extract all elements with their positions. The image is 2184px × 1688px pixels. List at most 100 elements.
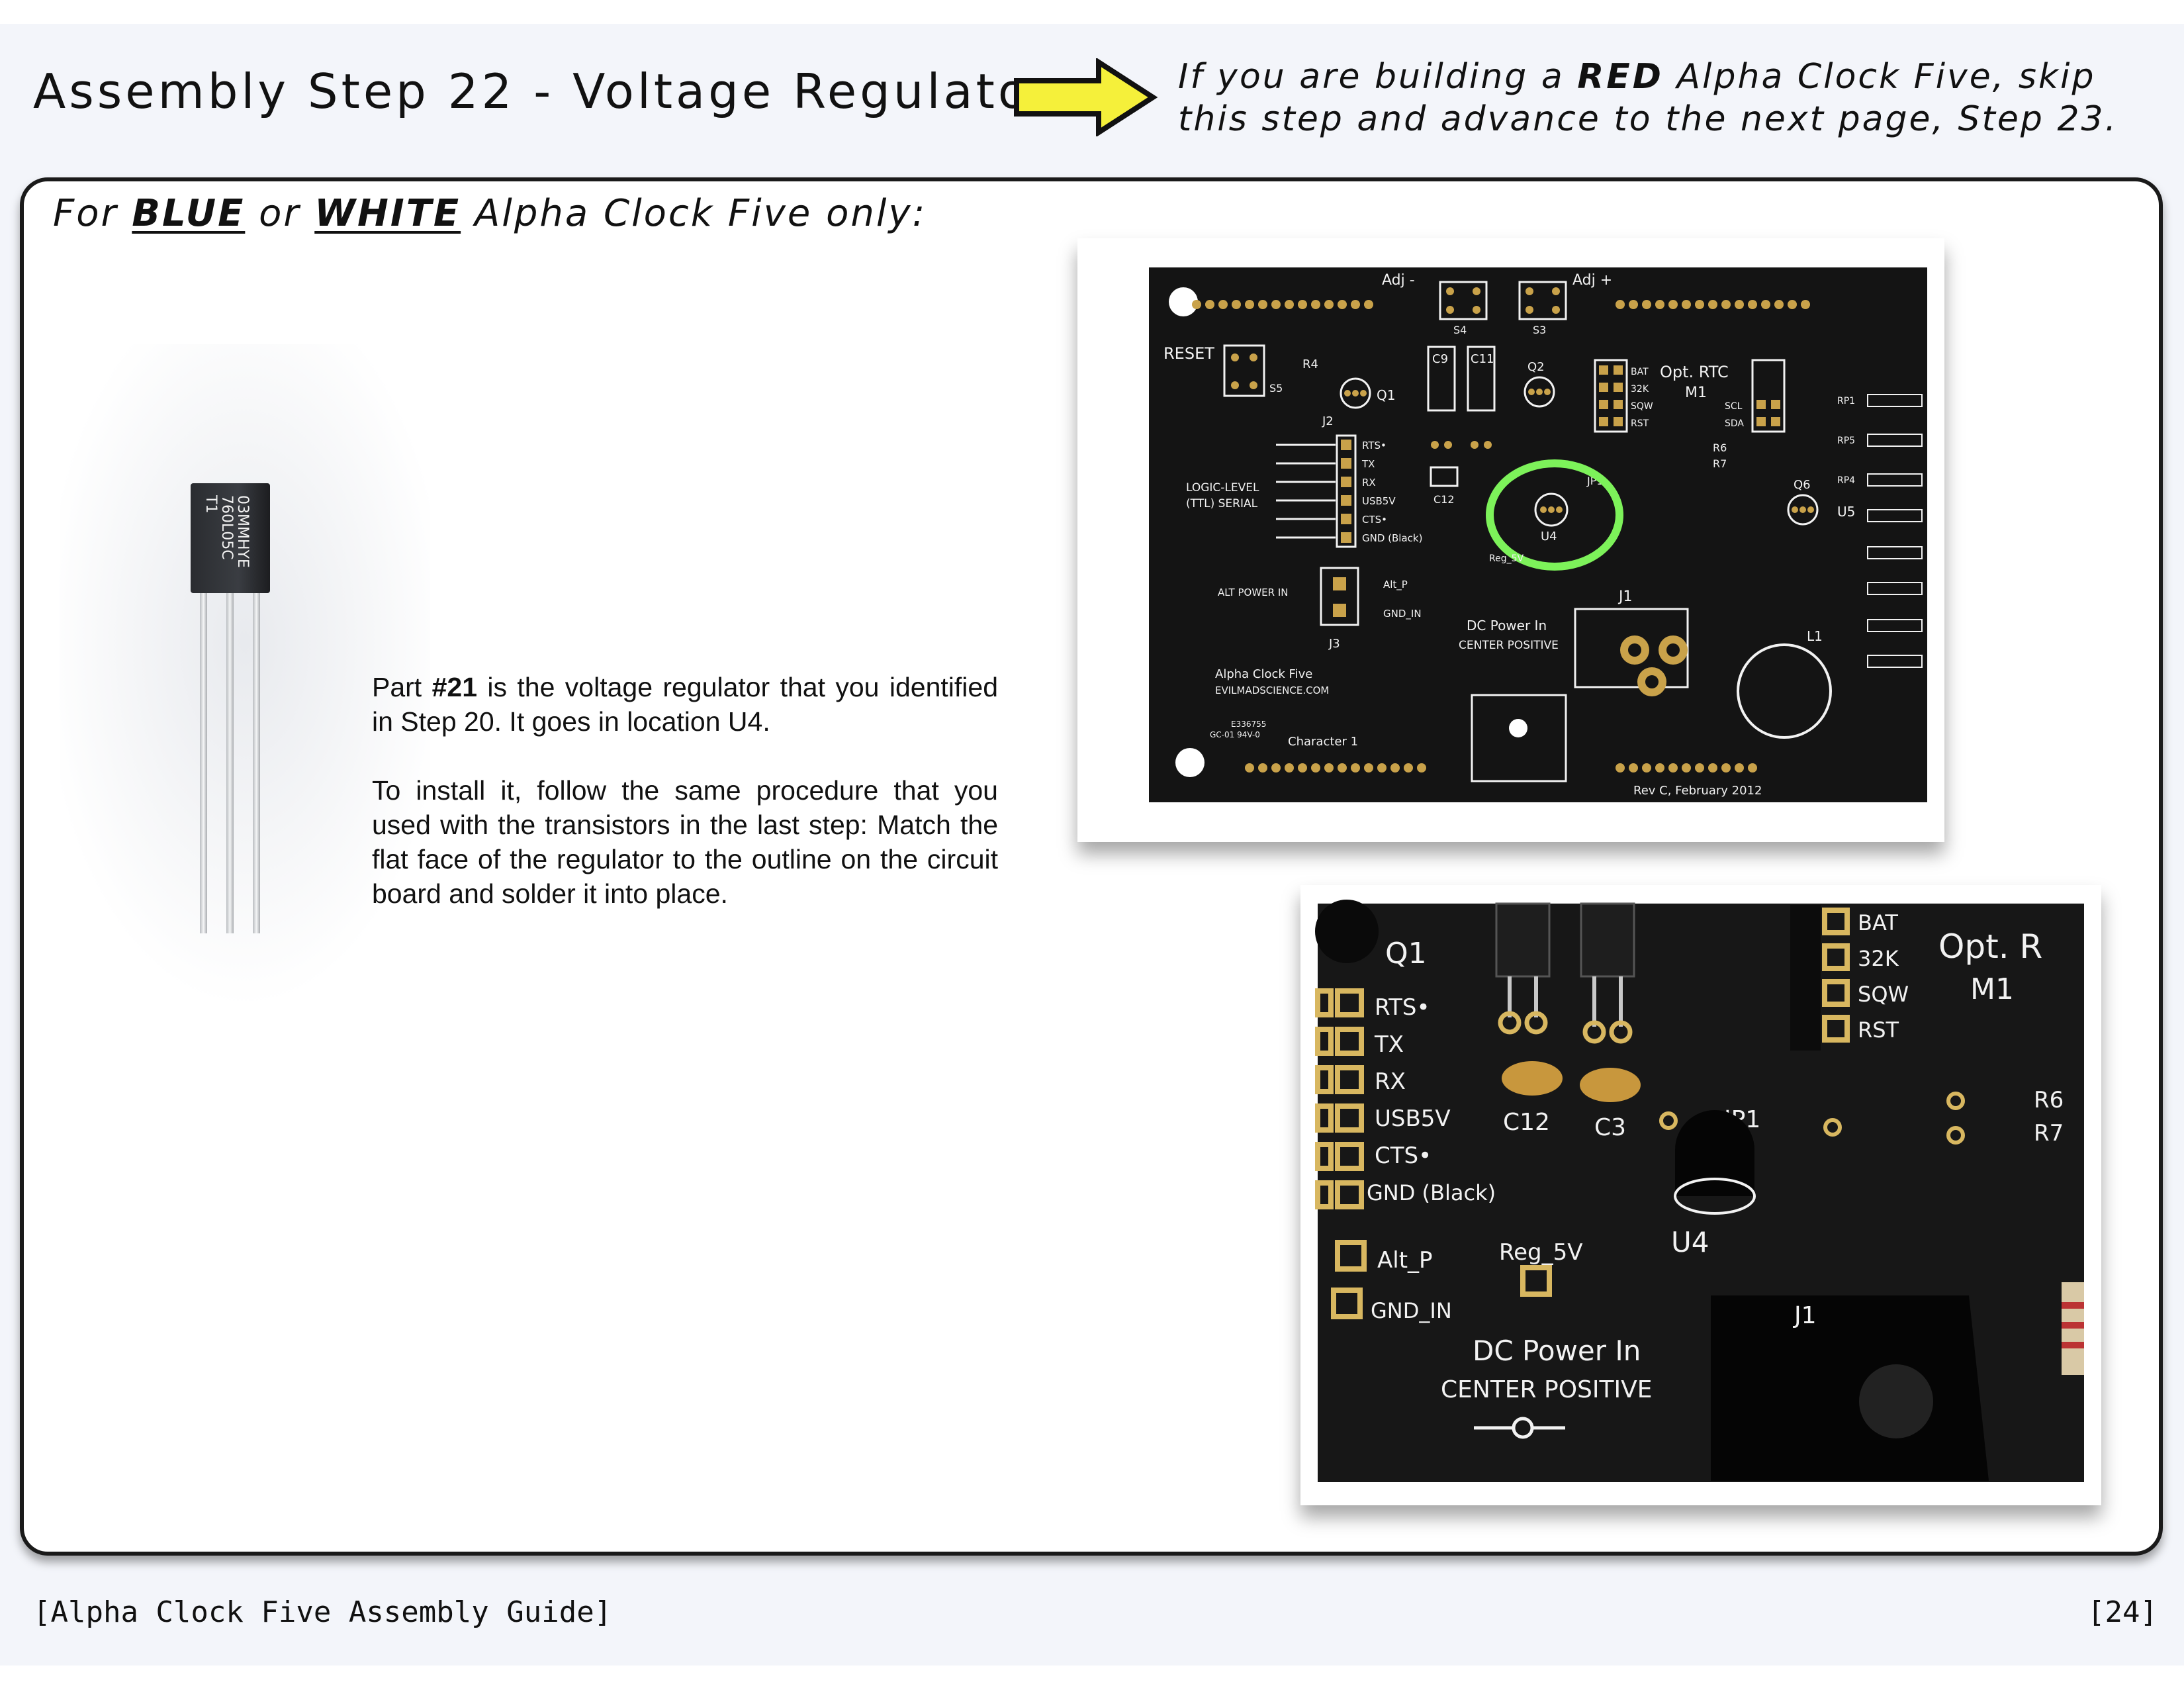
closeup-r7: R7 xyxy=(2034,1120,2064,1147)
heading-prefix: For xyxy=(53,192,132,235)
closeup-dc-power-in: DC Power In xyxy=(1473,1335,1641,1367)
pcb-sda: SDA xyxy=(1725,418,1744,429)
pcb-scl: SCL xyxy=(1725,401,1743,412)
closeup-rst: RST xyxy=(1858,1017,1899,1043)
closeup-tx: TX xyxy=(1374,1031,1404,1058)
closeup-opt: Opt. R xyxy=(1938,927,2042,966)
closeup-32k: 32K xyxy=(1858,946,1899,971)
closeup-reg5v: Reg_5V xyxy=(1499,1239,1583,1266)
p1-suffix: is the voltage regulator that you identi… xyxy=(372,672,998,737)
voltage-regulator-photo: 03MMHYE 760L05C T1 xyxy=(60,344,430,1006)
page-number: [24] xyxy=(2087,1595,2158,1629)
p1-prefix: Part xyxy=(372,672,432,702)
panel-heading: For BLUE or WHITE Alpha Clock Five only: xyxy=(53,192,927,235)
pcb-reg5v: Reg_5V xyxy=(1489,553,1524,564)
pcb-u5: U5 xyxy=(1837,504,1855,520)
page-title: Assembly Step 22 - Voltage Regulator. xyxy=(33,64,1068,119)
note-prefix: If you are building a xyxy=(1178,57,1578,97)
pcb-bat: BAT xyxy=(1631,367,1649,377)
heading-suffix: Alpha Clock Five only: xyxy=(461,192,927,235)
pcb-j1: J1 xyxy=(1617,588,1633,605)
closeup-q1: Q1 xyxy=(1385,937,1427,970)
closeup-j1: J1 xyxy=(1793,1302,1817,1329)
marking-line1: 03MMHYE xyxy=(234,495,251,568)
u4-highlight-ring xyxy=(1486,459,1623,571)
closeup-bat: BAT xyxy=(1858,910,1898,935)
pcb-ttl-serial: (TTL) SERIAL xyxy=(1186,497,1258,510)
guide-title: [Alpha Clock Five Assembly Guide] xyxy=(33,1595,612,1629)
pcb-q6: Q6 xyxy=(1794,478,1811,492)
pcb-rp5: RP5 xyxy=(1837,436,1855,446)
pcb-adj-minus: Adj - xyxy=(1382,272,1415,289)
closeup-cts: CTS• xyxy=(1375,1143,1432,1169)
instructions-paragraph-2: To install it, follow the same procedure… xyxy=(372,775,998,909)
pcb-q2: Q2 xyxy=(1527,360,1545,374)
pcb-j3: J3 xyxy=(1328,637,1340,651)
closeup-gnd: GND (Black) xyxy=(1367,1180,1496,1205)
pcb-gnd: GND (Black) xyxy=(1362,532,1422,544)
pcb-gnd-in: GND_IN xyxy=(1383,608,1422,620)
closeup-rts: RTS• xyxy=(1375,994,1430,1021)
marking-line3: T1 xyxy=(203,494,219,513)
pcb-rp4: RP4 xyxy=(1837,475,1855,486)
pcb-rp1: RP1 xyxy=(1837,396,1855,406)
closeup-m1: M1 xyxy=(1970,972,2014,1006)
heading-blue: BLUE xyxy=(132,192,246,235)
pcb-q1: Q1 xyxy=(1377,387,1395,403)
pcb-c11: C11 xyxy=(1471,352,1494,366)
note-emphasis: RED xyxy=(1577,57,1664,97)
red-version-note: If you are building a RED Alpha Clock Fi… xyxy=(1178,56,2158,140)
pcb-brand-name: Alpha Clock Five xyxy=(1215,667,1312,681)
pcb-rst: RST xyxy=(1631,418,1649,429)
closeup-rx: RX xyxy=(1375,1068,1406,1095)
pcb-rts: RTS• xyxy=(1362,440,1387,451)
instructions-paragraph-1: Part #21 is the voltage regulator that y… xyxy=(372,670,998,739)
closeup-gnd-in: GND_IN xyxy=(1371,1298,1452,1323)
pcb-r4: R4 xyxy=(1302,357,1318,371)
pcb-32k: 32K xyxy=(1631,384,1649,395)
pcb-j2: J2 xyxy=(1322,414,1334,428)
note-suffix: Alpha Clock Five, skip this step and adv… xyxy=(1178,57,2118,139)
pcb-usb5v: USB5V xyxy=(1362,495,1396,507)
pcb-rx: RX xyxy=(1362,477,1376,489)
pcb-revision: Rev C, February 2012 xyxy=(1633,784,1762,798)
yellow-arrow-icon xyxy=(1014,58,1158,136)
pcb-cts: CTS• xyxy=(1362,514,1387,526)
closeup-usb5v: USB5V xyxy=(1375,1105,1451,1132)
pcb-m1: M1 xyxy=(1685,385,1707,401)
closeup-center-positive: CENTER POSITIVE xyxy=(1441,1376,1653,1403)
pcb-ul-number: E336755 xyxy=(1231,720,1266,729)
pcb-s4: S4 xyxy=(1453,324,1467,336)
pcb-r6: R6 xyxy=(1713,442,1727,454)
pcb-dc-power-in: DC Power In xyxy=(1467,618,1547,633)
closeup-alt-p: Alt_P xyxy=(1377,1247,1433,1274)
pcb-c12: C12 xyxy=(1433,493,1455,506)
closeup-sqw: SQW xyxy=(1858,982,1909,1007)
closeup-c12: C12 xyxy=(1503,1109,1550,1136)
pcb-tx: TX xyxy=(1361,458,1375,470)
regulator-marking: 03MMHYE 760L05C T1 xyxy=(203,494,251,568)
pcb-u4: U4 xyxy=(1541,530,1557,543)
closeup-u4: U4 xyxy=(1671,1226,1709,1258)
pcb-alt-p: Alt_P xyxy=(1383,579,1408,591)
closeup-r6: R6 xyxy=(2034,1087,2064,1113)
pcb-sqw: SQW xyxy=(1631,401,1653,412)
pcb-logic-level: LOGIC-LEVEL xyxy=(1186,481,1259,494)
pcb-r7: R7 xyxy=(1713,457,1727,470)
heading-or: or xyxy=(245,192,315,235)
pcb-brand-url: EVILMADSCIENCE.COM xyxy=(1215,684,1329,696)
pcb-character-1: Character 1 xyxy=(1288,735,1358,749)
pcb-opt-rtc: Opt. RTC xyxy=(1660,363,1729,381)
pcb-s5: S5 xyxy=(1269,382,1283,395)
pcb-ul-grade: GC-01 94V-0 xyxy=(1210,730,1260,739)
pcb-center-positive: CENTER POSITIVE xyxy=(1459,639,1559,652)
marking-line2: 760L05C xyxy=(218,495,235,560)
closeup-c3: C3 xyxy=(1594,1114,1626,1141)
pcb-s3: S3 xyxy=(1533,324,1546,336)
instructions: Part #21 is the voltage regulator that y… xyxy=(372,670,998,945)
pcb-l1: L1 xyxy=(1807,628,1823,644)
pcb-alt-power-in: ALT POWER IN xyxy=(1218,586,1288,598)
pcb-closeup-photo: Q1 RTS• TX RX USB5V CTS• GND (Black) C12… xyxy=(1300,885,2101,1505)
pcb-adj-plus: Adj + xyxy=(1572,272,1612,289)
pcb-overview-photo: Adj - Adj + S4 S3 RESET S5 R4 Q1 J2 RTS•… xyxy=(1077,238,1944,842)
